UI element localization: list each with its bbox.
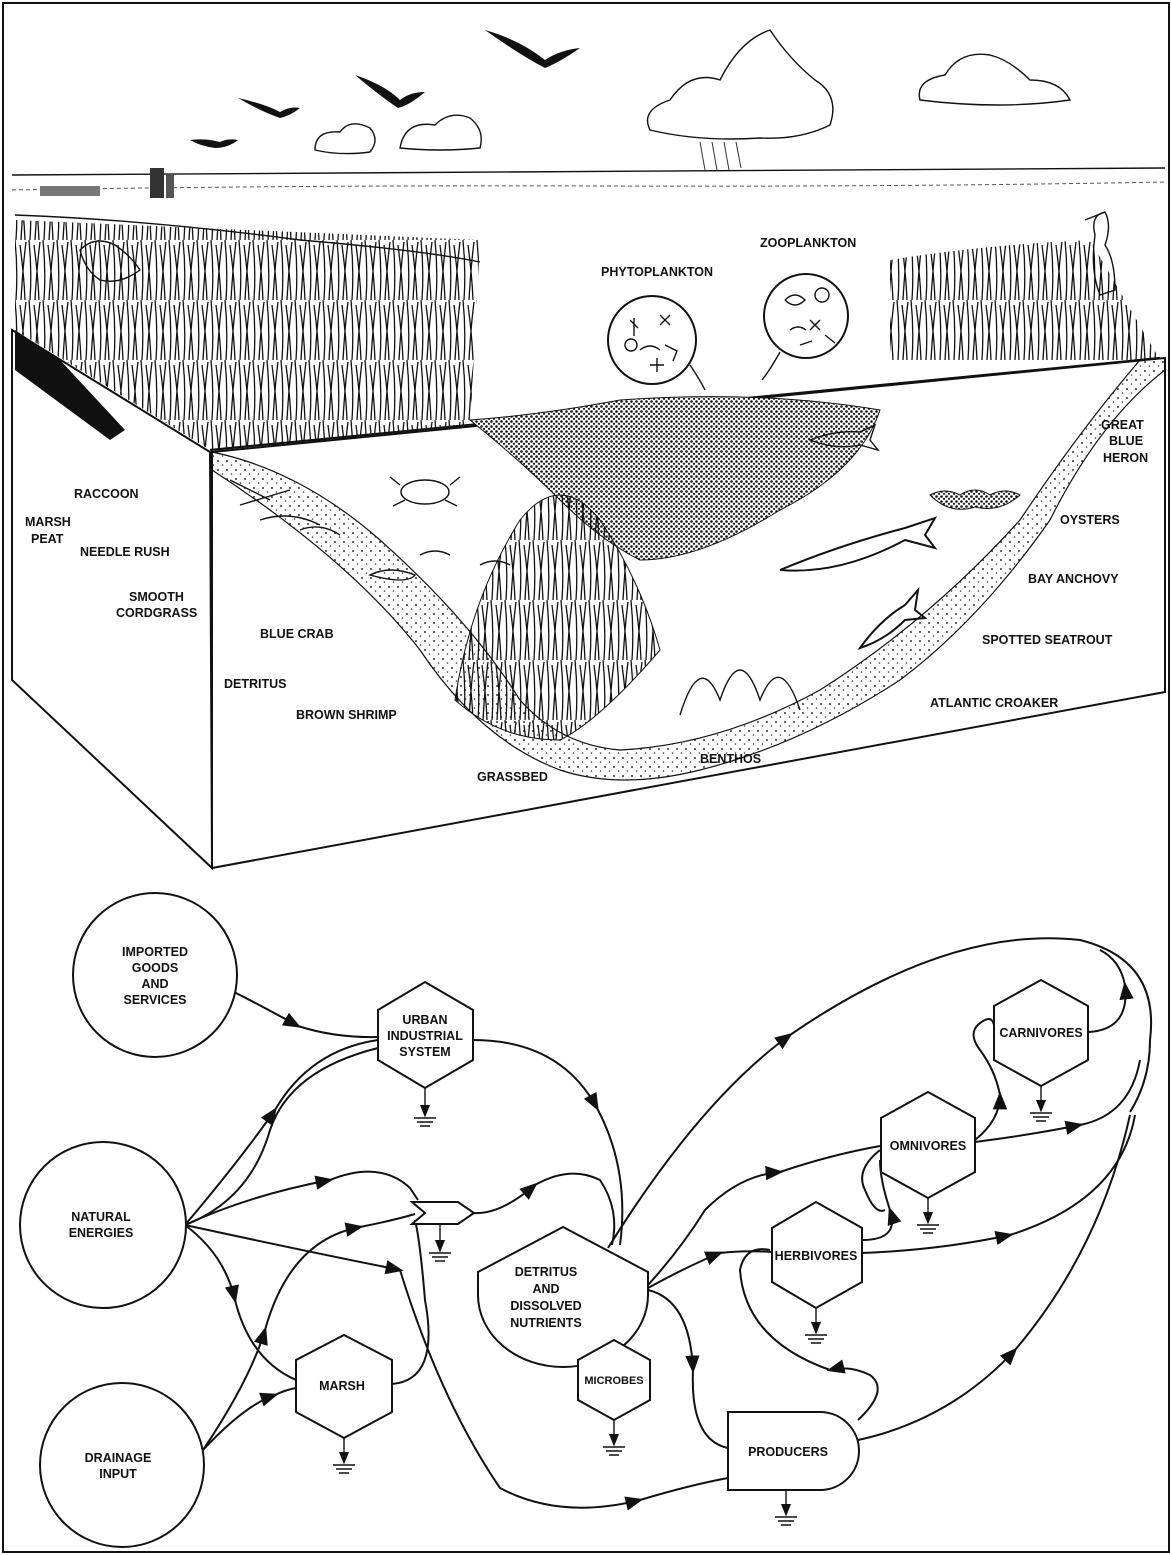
heat-sink-icon [333, 1438, 355, 1473]
zooplankton-inset [762, 274, 848, 380]
label-peat: PEAT [31, 532, 64, 546]
detritus-line-4: NUTRIENTS [510, 1316, 582, 1330]
right-marsh-grass [890, 240, 1160, 360]
label-zooplankton: ZOOPLANKTON [760, 236, 856, 250]
node-microbes: MICROBES [578, 1340, 650, 1455]
node-herbivores: HERBIVORES [772, 1202, 862, 1343]
label-marsh: MARSH [25, 515, 71, 529]
node-producers: PRODUCERS [728, 1412, 859, 1525]
heat-sink-icon [429, 1224, 451, 1261]
label-needle-rush: NEEDLE RUSH [80, 545, 170, 559]
label-great: GREAT [1101, 418, 1144, 432]
natural-line-2: ENERGIES [69, 1226, 134, 1240]
phytoplankton-inset [608, 296, 705, 390]
node-omnivores: OMNIVORES [881, 1092, 975, 1233]
imported-line-4: SERVICES [124, 993, 187, 1007]
heat-sink-icon [414, 1088, 436, 1126]
label-cordgrass: CORDGRASS [116, 606, 197, 620]
detritus-line-2: AND [532, 1282, 559, 1296]
urban-line-3: SYSTEM [399, 1045, 450, 1059]
label-blue: BLUE [1109, 434, 1143, 448]
label-raccoon: RACCOON [74, 487, 139, 501]
drainage-line-2: INPUT [99, 1467, 137, 1481]
omnivores-label: OMNIVORES [890, 1139, 966, 1153]
label-phytoplankton: PHYTOPLANKTON [601, 265, 713, 279]
imported-line-1: IMPORTED [122, 945, 188, 959]
label-oysters: OYSTERS [1060, 513, 1120, 527]
source-drainage-input: DRAINAGE INPUT [40, 1383, 204, 1547]
drainage-line-1: DRAINAGE [85, 1451, 152, 1465]
label-grassbed: GRASSBED [477, 770, 548, 784]
imported-line-2: GOODS [132, 961, 179, 975]
energy-flow-diagram: IMPORTED GOODS AND SERVICES NATURAL ENER… [20, 893, 1151, 1547]
natural-line-1: NATURAL [71, 1210, 131, 1224]
heat-sink-icon [603, 1420, 625, 1455]
detritus-line-3: DISSOLVED [510, 1299, 581, 1313]
estuary-scene: ZOOPLANKTON PHYTOPLANKTON GREAT BLUE HER… [12, 30, 1165, 868]
node-interaction-junction [412, 1202, 474, 1261]
label-atlantic-croaker: ATLANTIC CROAKER [930, 696, 1058, 710]
urban-line-1: URBAN [402, 1013, 447, 1027]
label-spotted-seatrout: SPOTTED SEATROUT [982, 633, 1113, 647]
heat-sink-icon [917, 1198, 939, 1233]
label-heron: HERON [1103, 451, 1148, 465]
heat-sink-icon [775, 1490, 797, 1525]
urban-line-2: INDUSTRIAL [387, 1029, 463, 1043]
horizon-line [12, 168, 1165, 175]
label-smooth: SMOOTH [129, 590, 184, 604]
herbivores-label: HERBIVORES [775, 1249, 858, 1263]
producers-label: PRODUCERS [748, 1445, 828, 1459]
label-benthos: BENTHOS [700, 752, 761, 766]
distant-city [40, 168, 174, 198]
clouds [315, 30, 1070, 170]
microbes-label: MICROBES [584, 1375, 643, 1387]
source-natural-energies: NATURAL ENERGIES [20, 1142, 186, 1308]
node-urban-industrial-system: URBAN INDUSTRIAL SYSTEM [378, 982, 473, 1126]
detritus-line-1: DETRITUS [515, 1265, 578, 1279]
pelican-birds [190, 30, 580, 148]
imported-line-3: AND [141, 977, 168, 991]
label-blue-crab: BLUE CRAB [260, 627, 334, 641]
label-brown-shrimp: BROWN SHRIMP [296, 708, 397, 722]
marsh-label: MARSH [319, 1379, 365, 1393]
label-detritus: DETRITUS [224, 677, 287, 691]
node-carnivores: CARNIVORES [994, 980, 1088, 1121]
heat-sink-icon [1030, 1086, 1052, 1121]
carnivores-label: CARNIVORES [999, 1026, 1082, 1040]
heat-sink-icon [805, 1308, 827, 1343]
label-bay-anchovy: BAY ANCHOVY [1028, 572, 1119, 586]
node-marsh: MARSH [296, 1335, 392, 1473]
source-imported-goods: IMPORTED GOODS AND SERVICES [73, 893, 237, 1057]
